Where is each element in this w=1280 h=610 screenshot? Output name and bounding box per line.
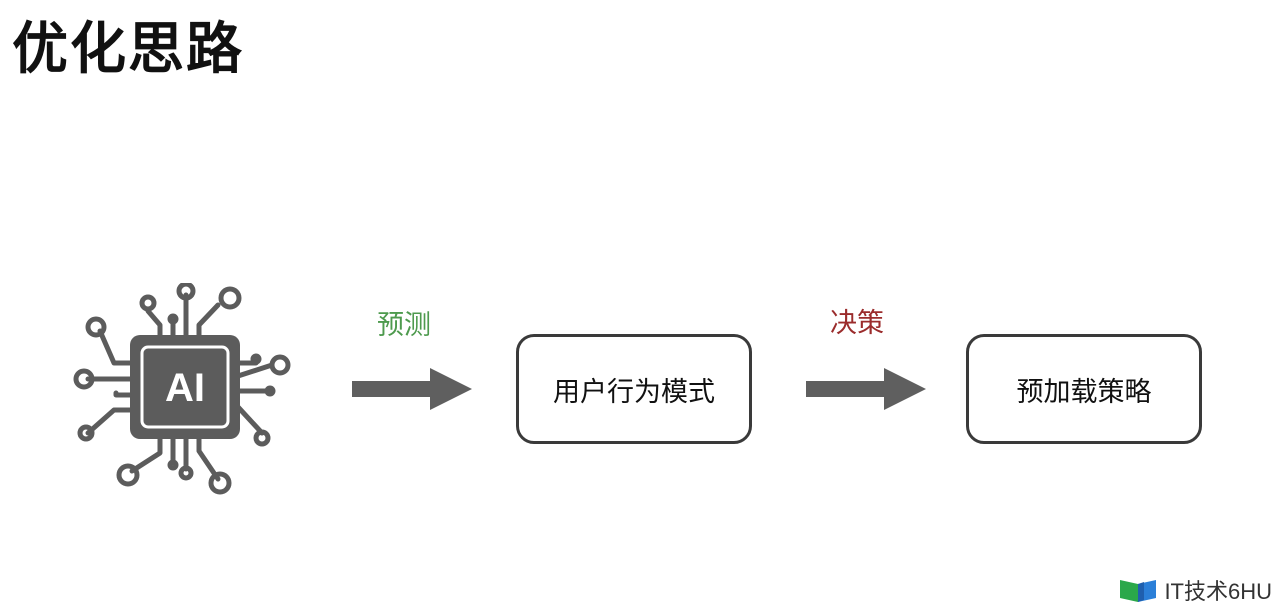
page-title: 优化思路 <box>12 17 244 82</box>
it-logo-icon <box>1120 580 1157 602</box>
arrow-predict <box>352 368 472 410</box>
watermark: IT技术6HU <box>1118 574 1272 606</box>
watermark-text: IT技术6HU <box>1164 579 1272 604</box>
edge-label-decide: 决策 <box>830 308 884 339</box>
ai-chip-label: AI <box>165 366 205 410</box>
node-user-behavior: 用户行为模式 <box>516 334 752 444</box>
node-label-user-behavior: 用户行为模式 <box>553 376 715 408</box>
ai-chip-icon: AI <box>73 283 291 495</box>
node-preload-strategy: 预加载策略 <box>966 334 1202 444</box>
arrow-decide <box>806 368 926 410</box>
edge-label-predict: 预测 <box>377 310 431 341</box>
node-label-preload-strategy: 预加载策略 <box>1016 376 1152 408</box>
